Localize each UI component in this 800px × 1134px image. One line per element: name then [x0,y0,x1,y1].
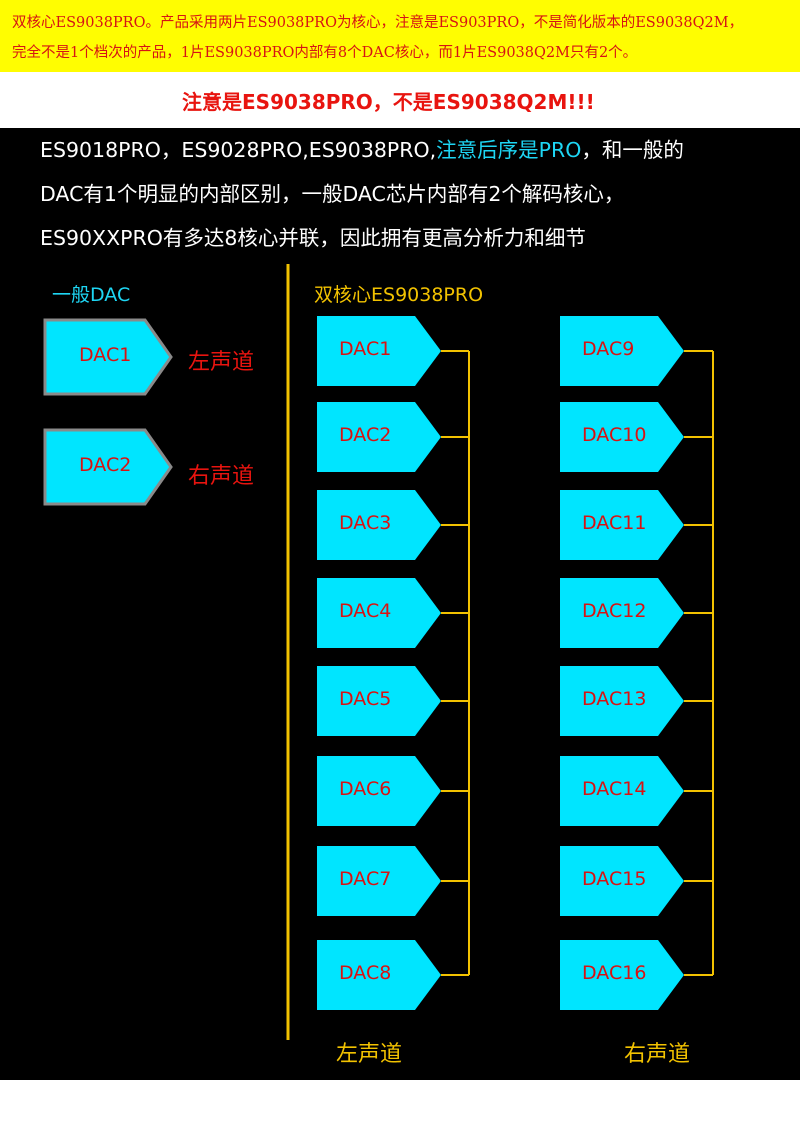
dual-right-dac-shape-4 [560,578,684,648]
dual-left-dac-label-4: DAC4 [339,600,392,622]
dual-right-dac-shape-2 [560,402,684,472]
general-dac-label-2: DAC2 [79,454,132,476]
general-dac-shape-2 [43,428,173,506]
dual-right-dac-label-6: DAC14 [582,778,647,800]
dual-right-dac-shape-8 [560,940,684,1010]
dual-right-dac-shape-1 [560,316,684,386]
general-dac-title: 一般DAC [52,284,131,306]
dual-right-dac-label-4: DAC12 [582,600,647,622]
intro-line-1-highlight: 注意后序是PRO [436,138,582,162]
dual-left-dac-shape-5 [317,666,441,736]
diagram-panel: ES9018PRO，ES9028PRO,ES9038PRO,注意后序是PRO，和… [0,128,800,1080]
dual-left-dac-shape-3 [317,490,441,560]
intro-line-1: ES9018PRO，ES9028PRO,ES9038PRO,注意后序是PRO，和… [40,128,800,172]
intro-line-1-a: ES9018PRO，ES9028PRO,ES9038PRO, [40,138,437,162]
dual-right-dac-label-2: DAC10 [582,424,647,446]
intro-line-1-c: ，和一般的 [581,138,684,162]
intro-line-3: ES90XXPRO有多达8核心并联，因此拥有更高分析力和细节 [40,226,586,250]
banner-line-2: 完全不是1个档次的产品，1片ES9038PRO内部有8个DAC核心，而1片ES9… [12,45,638,61]
dac-diagram [43,264,714,1040]
dual-left-dac-shape-2 [317,402,441,472]
dual-right-dac-label-1: DAC9 [582,338,635,360]
dual-right-dac-shape-7 [560,846,684,916]
dual-right-dac-shape-3 [560,490,684,560]
dual-core-title: 双核心ES9038PRO [314,284,484,306]
dual-right-dac-label-8: DAC16 [582,962,647,984]
general-right-channel-label: 右声道 [188,464,255,489]
dual-left-dac-shape-1 [317,316,441,386]
dual-right-dac-label-5: DAC13 [582,688,647,710]
dual-right-dac-shape-5 [560,666,684,736]
dual-left-dac-shape-7 [317,846,441,916]
dual-left-dac-shape-4 [317,578,441,648]
warning-subtitle: 注意是ES9038PRO，不是ES9038Q2M!!! [0,72,800,128]
dual-right-channel-label: 右声道 [624,1042,691,1067]
intro-text: ES9018PRO，ES9028PRO,ES9038PRO,注意后序是PRO，和… [40,128,800,260]
dual-left-dac-label-8: DAC8 [339,962,392,984]
dual-left-dac-label-5: DAC5 [339,688,392,710]
dual-right-dac-label-3: DAC11 [582,512,647,534]
dual-right-dac-label-7: DAC15 [582,868,647,890]
general-dac-shape-1 [43,318,173,396]
bottom-margin [0,1080,800,1134]
dual-left-dac-label-7: DAC7 [339,868,392,890]
dual-left-dac-label-3: DAC3 [339,512,392,534]
dual-left-dac-shape-6 [317,756,441,826]
dual-left-dac-shape-8 [317,940,441,1010]
general-left-channel-label: 左声道 [188,350,255,375]
dual-left-channel-label: 左声道 [336,1042,403,1067]
dual-right-dac-shape-6 [560,756,684,826]
dual-left-dac-label-2: DAC2 [339,424,392,446]
general-dac-label-1: DAC1 [79,344,132,366]
dual-left-dac-label-1: DAC1 [339,338,392,360]
banner-line-1: 双核心ES9038PRO。产品采用两片ES9038PRO为核心，注意是ES903… [12,15,744,31]
dual-left-dac-label-6: DAC6 [339,778,392,800]
header-banner: 双核心ES9038PRO。产品采用两片ES9038PRO为核心，注意是ES903… [0,0,800,72]
intro-line-2: DAC有1个明显的内部区别，一般DAC芯片内部有2个解码核心， [40,182,625,206]
